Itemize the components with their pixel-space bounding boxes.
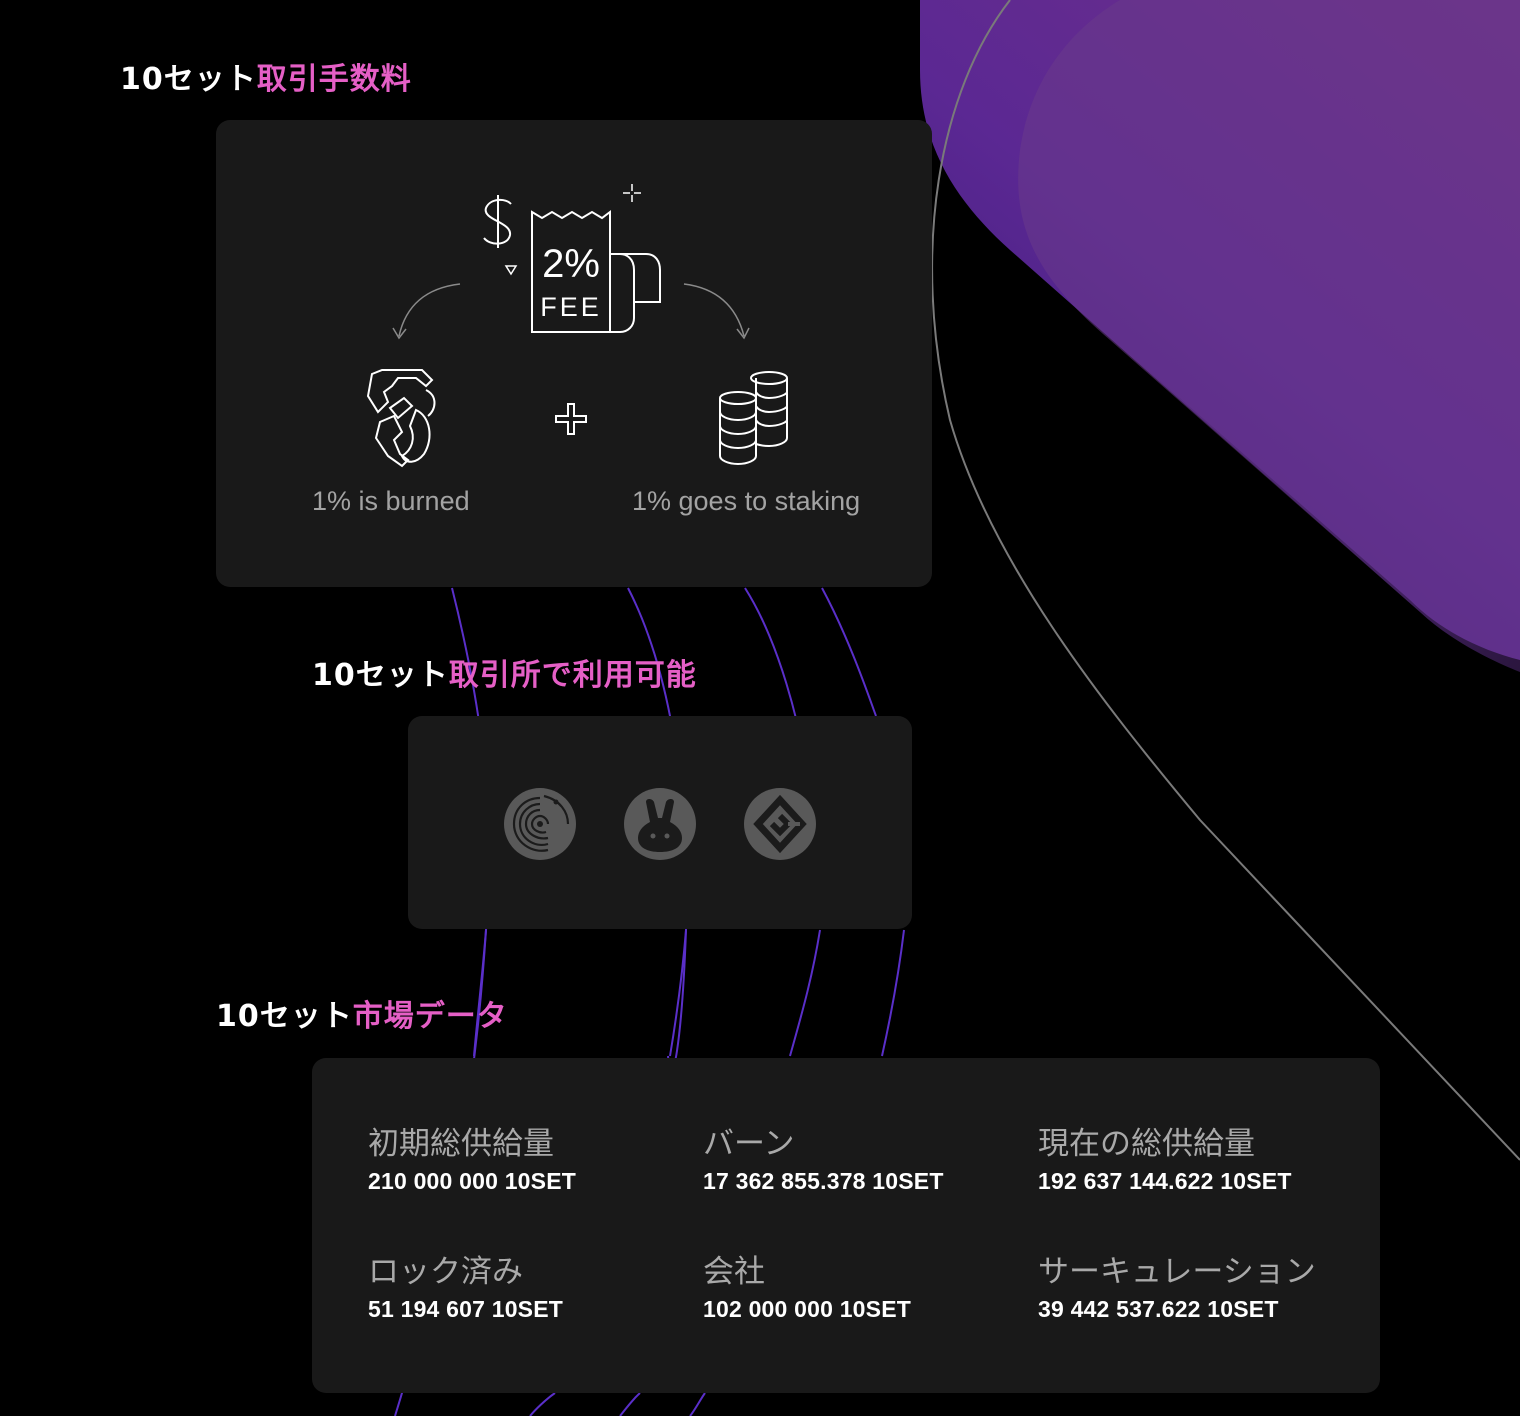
receipt-percent: 2% — [542, 242, 600, 286]
stat-label: ロック済み — [368, 1254, 523, 1290]
stat-value: 102 000 000 10SET — [703, 1296, 912, 1322]
arrow-right-icon — [683, 283, 750, 340]
exchanges-card — [408, 716, 912, 929]
market-title-highlight: 市場データ — [352, 999, 508, 1034]
exchanges-title-highlight: 取引所で利用可能 — [448, 658, 697, 693]
purple-blob-inner — [1018, 0, 1520, 672]
stat-value: 192 637 144.622 10SET — [1038, 1168, 1292, 1194]
stat-label: サーキュレーション — [1038, 1254, 1316, 1290]
stat-value: 51 194 607 10SET — [368, 1296, 564, 1322]
coins-icon — [719, 371, 788, 466]
fee-illustration: 2% FEE — [366, 184, 788, 468]
arrow-left-icon — [392, 283, 461, 340]
market-data-card: 初期総供給量 210 000 000 10SET バーン 17 362 855.… — [312, 1058, 1380, 1393]
stat-value: 39 442 537.622 10SET — [1038, 1296, 1279, 1322]
stat-current-supply: 現在の総供給量 192 637 144.622 10SET — [1038, 1124, 1292, 1196]
stat-burned: バーン 17 362 855.378 10SET — [703, 1124, 944, 1196]
stat-circulation: サーキュレーション 39 442 537.622 10SET — [1038, 1252, 1316, 1324]
dollar-icon — [483, 195, 512, 248]
stat-company: 会社 102 000 000 10SET — [703, 1252, 911, 1324]
burned-label: 1% is burned — [312, 486, 470, 516]
stat-value: 210 000 000 10SET — [368, 1168, 577, 1194]
market-section-title: 10セット市場データ — [216, 999, 508, 1035]
pancakeswap-logo[interactable] — [624, 788, 696, 860]
hexagon-g-icon — [753, 794, 807, 854]
receipt-fee: FEE — [540, 292, 602, 322]
bunny-icon — [638, 799, 682, 852]
sparkle-icon — [623, 184, 641, 202]
receipt-icon — [531, 210, 661, 333]
stat-label: 初期総供給量 — [368, 1126, 554, 1162]
hexagon-exchange-logo[interactable] — [744, 788, 816, 860]
orbit-exchange-logo[interactable] — [504, 788, 576, 860]
staking-label: 1% goes to staking — [632, 486, 861, 516]
stat-label: 会社 — [703, 1254, 765, 1290]
stat-label: 現在の総供給量 — [1038, 1126, 1255, 1162]
grey-arc-line — [931, 0, 1520, 1161]
fees-title-prefix: 10セット — [120, 62, 257, 97]
dark-band — [1000, 240, 1520, 1010]
burn-icon — [366, 369, 436, 468]
fee-card: 2% FEE — [216, 120, 932, 587]
plus-icon — [555, 403, 587, 435]
fees-section-title: 10セット取引手数料 — [120, 62, 412, 98]
market-title-prefix: 10セット — [216, 999, 353, 1034]
stat-value: 17 362 855.378 10SET — [703, 1168, 944, 1194]
stat-label: バーン — [703, 1126, 795, 1162]
fees-title-highlight: 取引手数料 — [256, 62, 412, 97]
stat-initial-supply: 初期総供給量 210 000 000 10SET — [368, 1124, 576, 1196]
exchanges-title-prefix: 10セット — [312, 658, 449, 693]
exchanges-section-title: 10セット取引所で利用可能 — [312, 658, 697, 694]
orbit-logo-icon — [512, 794, 570, 852]
stat-locked: ロック済み 51 194 607 10SET — [368, 1252, 563, 1324]
triangle-icon — [504, 265, 518, 276]
